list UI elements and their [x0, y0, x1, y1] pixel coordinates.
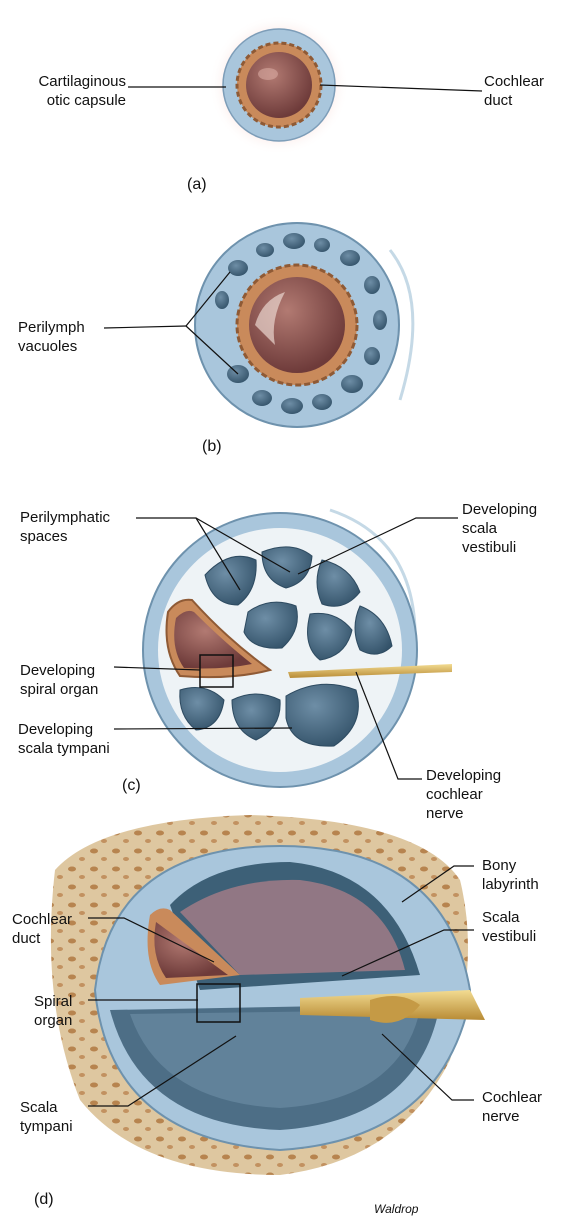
label-cochlear-duct-d: Cochlear duct — [12, 910, 72, 948]
leader-vacuoles — [104, 326, 186, 328]
artist-signature: Waldrop — [374, 1200, 418, 1216]
caption-b: (b) — [202, 437, 222, 456]
label-cochlear-nerve-d: Cochlear nerve — [482, 1088, 542, 1126]
label-developing-cochlear-nerve: Developing cochlear nerve — [426, 766, 501, 823]
panel-d-drawing — [51, 815, 485, 1175]
label-cartilaginous-otic-capsule: Cartilaginous otic capsule — [10, 72, 126, 110]
label-perilymphatic-spaces: Perilymphatic spaces — [20, 508, 110, 546]
panel-c-drawing — [143, 510, 452, 787]
label-scala-vestibuli-d: Scala vestibuli — [482, 908, 536, 946]
label-cochlear-duct-a: Cochlear duct — [484, 72, 544, 110]
label-developing-scala-tympani: Developing scala tympani — [18, 720, 110, 758]
label-scala-tympani-d: Scala tympani — [20, 1098, 73, 1136]
caption-c: (c) — [122, 776, 141, 795]
label-developing-spiral-organ: Developing spiral organ — [20, 661, 98, 699]
caption-d: (d) — [34, 1190, 54, 1209]
caption-a: (a) — [187, 175, 207, 194]
label-perilymph-vacuoles: Perilymph vacuoles — [18, 318, 85, 356]
label-developing-scala-vestibuli: Developing scala vestibuli — [462, 500, 537, 557]
label-bony-labyrinth: Bony labyrinth — [482, 856, 539, 894]
label-spiral-organ-d: Spiral organ — [34, 992, 72, 1030]
panel-b-drawing — [195, 223, 413, 427]
